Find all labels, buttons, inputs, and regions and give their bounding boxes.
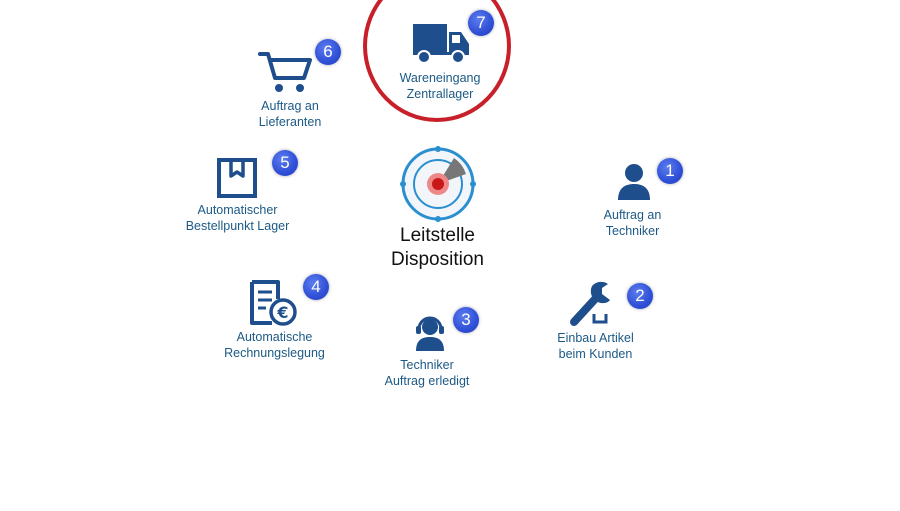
step-1-node[interactable]: 1 Auftrag an Techniker	[580, 157, 685, 242]
step-4-label-line1: Automatische	[236, 330, 313, 344]
step-2-label-line2: beim Kunden	[558, 347, 633, 361]
step-6-node[interactable]: 6 Auftrag an Lieferanten	[230, 38, 350, 133]
step-3-label-line1: Techniker	[400, 358, 454, 372]
center-title: Leitstelle Disposition	[360, 224, 515, 272]
step-6-badge: 6	[315, 39, 341, 65]
step-2-node[interactable]: 2 Einbau Artikel beim Kunden	[538, 278, 653, 368]
highlight-ring	[363, 0, 511, 122]
step-5-label-line1: Automatischer	[197, 203, 278, 217]
step-1-label-line1: Auftrag an	[603, 208, 662, 222]
radar-icon	[400, 146, 476, 222]
step-7-badge: 7	[468, 10, 494, 36]
step-5-label-line2: Bestellpunkt Lager	[185, 219, 290, 233]
box-icon	[217, 158, 257, 198]
invoice-euro-icon: €	[250, 280, 297, 326]
step-4-badge: 4	[303, 274, 329, 300]
step-7-node[interactable]: 7 Wareneingang Zentrallager	[380, 10, 500, 105]
center-title-line2: Disposition	[391, 249, 484, 270]
center-title-line1: Leitstelle	[400, 225, 475, 246]
svg-text:€: €	[276, 303, 288, 322]
truck-icon	[413, 24, 469, 64]
wrench-icon	[570, 281, 610, 326]
step-3-node[interactable]: 3 Techniker Auftrag erledigt	[372, 305, 482, 395]
step-1-badge: 1	[657, 158, 683, 184]
headset-person-icon	[416, 316, 444, 351]
step-7-label-line1: Wareneingang	[399, 71, 481, 85]
step-7-label-line2: Zentrallager	[406, 87, 474, 101]
shopping-cart-icon	[258, 52, 312, 92]
step-5-badge: 5	[272, 150, 298, 176]
step-4-node[interactable]: € 4 Automatische Rechnungslegung	[212, 272, 337, 367]
step-6-label-line1: Auftrag an	[261, 99, 319, 113]
step-3-label-line2: Auftrag erledigt	[384, 374, 470, 388]
person-icon	[618, 164, 650, 200]
step-2-label-line1: Einbau Artikel	[557, 331, 634, 345]
step-1-label-line2: Techniker	[605, 224, 660, 238]
step-3-badge: 3	[453, 307, 479, 333]
step-4-label-line2: Rechnungslegung	[224, 346, 325, 360]
step-5-node[interactable]: 5 Automatischer Bestellpunkt Lager	[170, 150, 305, 240]
step-2-badge: 2	[627, 283, 653, 309]
step-6-label-line2: Lieferanten	[258, 115, 322, 129]
